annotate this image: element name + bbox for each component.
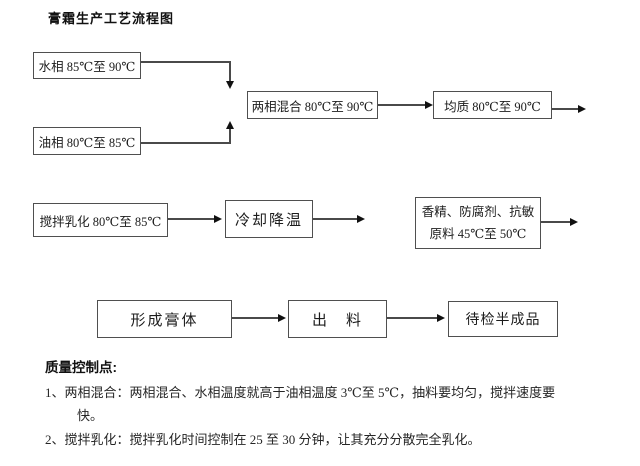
additives-line1: 香精、防腐剂、抗敏 [421,205,535,219]
quality-note-1-line-2: 快。 [77,408,104,423]
additives-line2: 原料 45℃至 50℃ [429,227,527,241]
quality-notes-heading: 质量控制点: [45,360,117,375]
connector-emulsify-to-cooling [168,218,214,220]
connector-cooling-out [313,218,357,220]
arrowhead-right-icon [570,218,578,226]
connector-water-horizontal [141,61,231,63]
arrowhead-right-icon [578,105,586,113]
flow-box-cooling: 冷却降温 [225,200,313,238]
flow-box-discharge: 出 料 [288,300,387,338]
quality-note-1-line-1: 1、两相混合：两相混合、水相温度就高于油相温度 3℃至 5℃，抽料要均匀，搅拌速… [45,385,556,400]
flow-box-two-phase-mix: 两相混合 80℃至 90℃ [247,91,378,119]
connector-discharge-to-semi [387,317,437,319]
flow-box-stir-emulsify: 搅拌乳化 80℃至 85℃ [33,203,168,237]
arrowhead-right-icon [437,314,445,322]
quality-note-2-line-1: 2、搅拌乳化：搅拌乳化时间控制在 25 至 30 分钟，让其充分分散完全乳化。 [45,432,481,447]
connector-oil-horizontal [141,142,231,144]
connector-oil-vertical [229,129,231,144]
connector-cream-to-discharge [232,317,278,319]
arrowhead-down-icon [226,81,234,89]
flow-box-oil-phase: 油相 80℃至 85℃ [33,127,141,155]
connector-additives-out [541,221,570,223]
arrowhead-right-icon [278,314,286,322]
flow-box-form-cream: 形成膏体 [97,300,232,338]
arrowhead-right-icon [214,215,222,223]
connector-homogenize-out [552,108,578,110]
connector-mix-to-homogenize [378,104,425,106]
arrowhead-right-icon [357,215,365,223]
flow-box-homogenize: 均质 80℃至 90℃ [433,91,552,119]
flow-box-additives: 香精、防腐剂、抗敏 原料 45℃至 50℃ [415,197,541,249]
flow-box-semi-finished: 待检半成品 [448,301,558,337]
flow-box-water-phase: 水相 85℃至 90℃ [33,52,141,79]
arrowhead-up-icon [226,121,234,129]
page-title: 膏霜生产工艺流程图 [48,11,175,26]
connector-water-vertical [229,61,231,82]
arrowhead-right-icon [425,101,433,109]
